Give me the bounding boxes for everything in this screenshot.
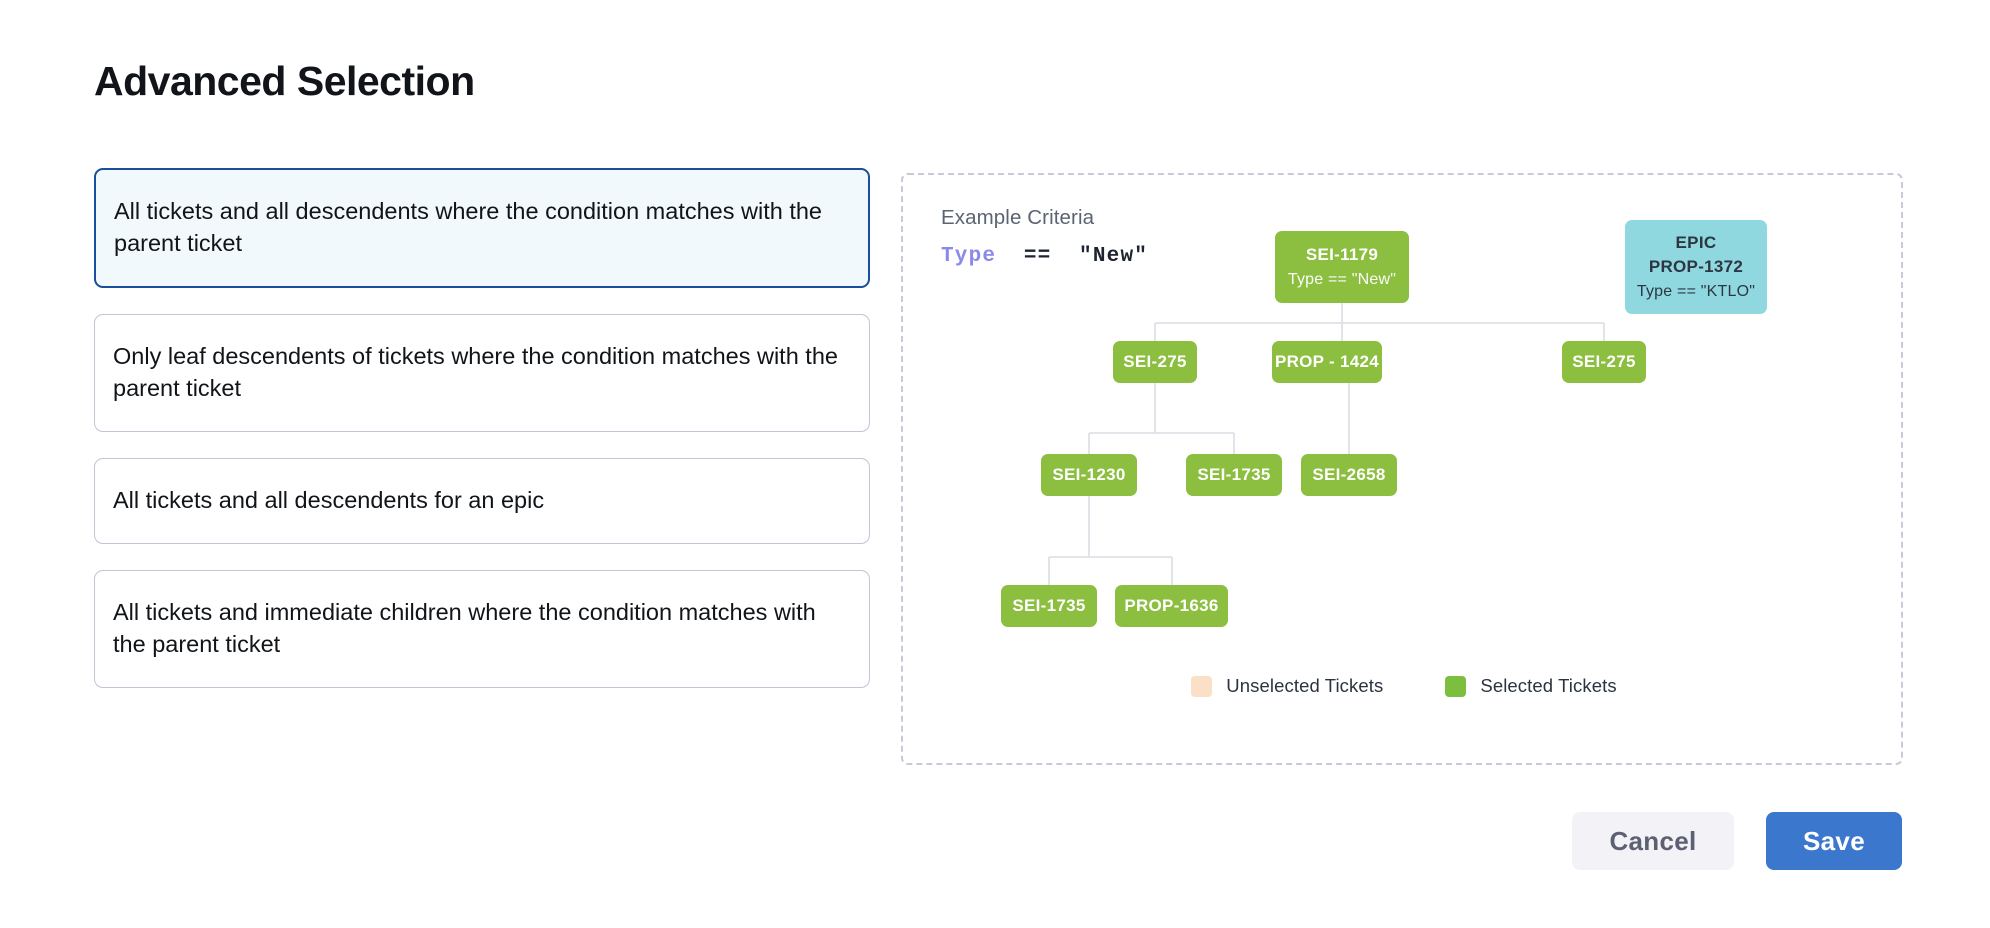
option-label: All tickets and all descendents for an e… (113, 486, 545, 513)
ticket-tree: SEI-1179 Type == "New" EPIC PROP-1372 Ty… (903, 175, 1905, 767)
option-label: Only leaf descendents of tickets where t… (113, 342, 838, 401)
diagram-legend: Unselected Tickets Selected Tickets (903, 675, 1905, 697)
tree-node-sei-275-right[interactable]: SEI-275 (1562, 341, 1646, 383)
node-id: SEI-275 (1123, 351, 1187, 371)
tree-node-sei-1179[interactable]: SEI-1179 Type == "New" (1275, 231, 1409, 303)
tree-node-sei-1230[interactable]: SEI-1230 (1041, 454, 1137, 496)
page-title: Advanced Selection (94, 58, 475, 104)
legend-label: Selected Tickets (1480, 675, 1617, 696)
tree-node-epic-prop-1372[interactable]: EPIC PROP-1372 Type == "KTLO" (1625, 220, 1767, 314)
node-id: SEI-1735 (1012, 595, 1086, 615)
cancel-button[interactable]: Cancel (1572, 812, 1734, 870)
node-id: SEI-2658 (1312, 464, 1386, 484)
tree-node-sei-1735-row4[interactable]: SEI-1735 (1001, 585, 1097, 627)
tree-node-sei-2658[interactable]: SEI-2658 (1301, 454, 1397, 496)
option-card-immediate-children[interactable]: All tickets and immediate children where… (94, 569, 870, 688)
tree-node-prop-1636[interactable]: PROP-1636 (1115, 585, 1228, 627)
node-kind: EPIC (1675, 232, 1717, 252)
node-condition: Type == "New" (1287, 270, 1397, 288)
option-card-all-descendents[interactable]: All tickets and all descendents where th… (94, 168, 870, 288)
criteria-operator: == (1023, 245, 1052, 268)
selection-options-list: All tickets and all descendents where th… (94, 168, 870, 688)
option-label: All tickets and all descendents where th… (114, 198, 823, 256)
node-id: PROP-1636 (1124, 595, 1219, 615)
criteria-value: "New" (1079, 245, 1149, 268)
legend-swatch-unselected-icon (1191, 675, 1213, 697)
criteria-field: Type (941, 245, 997, 268)
criteria-title: Example Criteria (941, 206, 1095, 229)
example-diagram-panel: Example Criteria Type == "New" (901, 173, 1903, 765)
node-id: SEI-1230 (1052, 464, 1126, 484)
node-condition: Type == "KTLO" (1636, 283, 1756, 301)
legend-swatch-selected-icon (1445, 675, 1467, 697)
node-id: SEI-1179 (1305, 245, 1379, 265)
legend-item-selected: Selected Tickets (1445, 675, 1617, 697)
node-id: SEI-1735 (1197, 464, 1271, 484)
option-card-epic-descendents[interactable]: All tickets and all descendents for an e… (94, 457, 870, 544)
legend-label: Unselected Tickets (1226, 675, 1384, 696)
dialog-footer: Cancel Save (1572, 812, 1902, 870)
tree-node-sei-275-left[interactable]: SEI-275 (1113, 341, 1197, 383)
legend-item-unselected: Unselected Tickets (1191, 675, 1383, 697)
criteria-expression: Type == "New" (941, 245, 1148, 268)
node-id: SEI-275 (1572, 351, 1636, 371)
tree-node-sei-1735-row3[interactable]: SEI-1735 (1186, 454, 1282, 496)
tree-node-prop-1424[interactable]: PROP - 1424 (1272, 341, 1382, 383)
option-card-leaf-descendents[interactable]: Only leaf descendents of tickets where t… (94, 313, 870, 432)
node-id: PROP-1372 (1648, 257, 1744, 277)
save-button[interactable]: Save (1766, 812, 1902, 870)
node-id: PROP - 1424 (1274, 351, 1380, 371)
option-label: All tickets and immediate children where… (113, 598, 816, 657)
